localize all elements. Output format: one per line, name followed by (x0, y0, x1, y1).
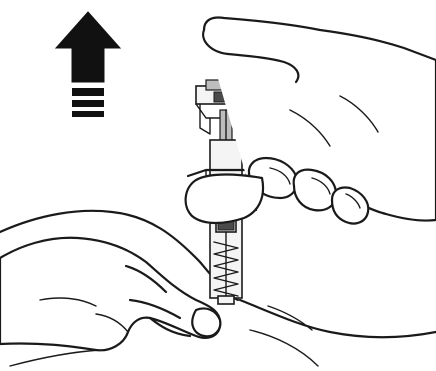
pinching-hand (0, 238, 220, 351)
up-arrow-icon (56, 12, 120, 117)
